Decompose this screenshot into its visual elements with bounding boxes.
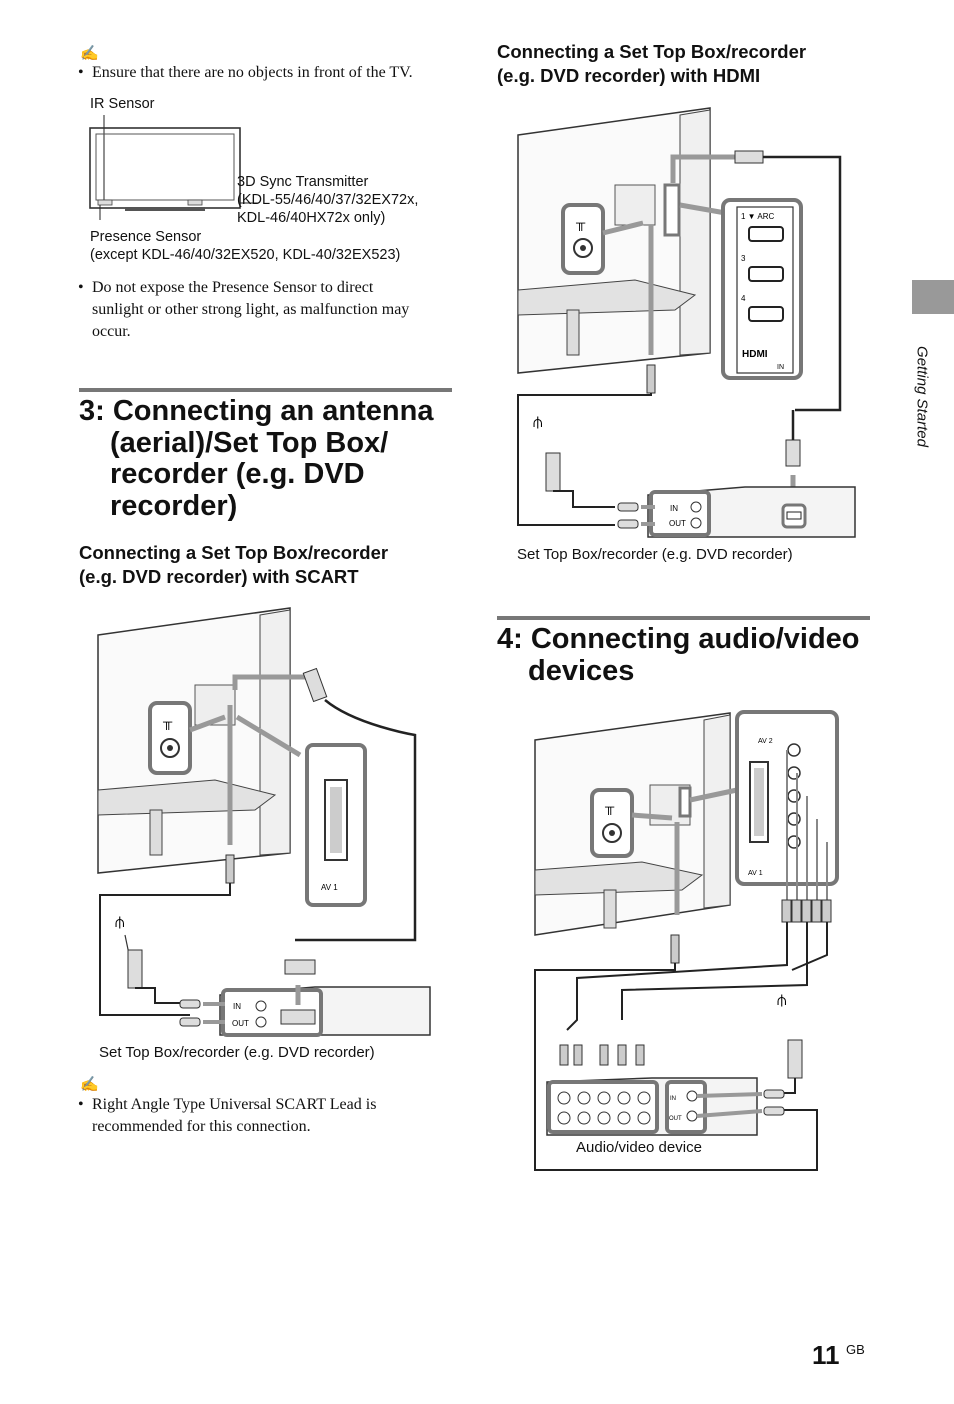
svg-text:AV 1: AV 1	[748, 870, 763, 877]
ir-sensor-label: IR Sensor	[90, 96, 155, 112]
section4-rule	[497, 616, 870, 620]
sync-transmitter-label: 3D Sync Transmitter (KDL-55/46/40/37/32E…	[237, 174, 419, 226]
svg-text:OUT: OUT	[232, 1019, 249, 1028]
av-connection-diagram: ╥ AV 2 AV 1 ⫛ IN OUT	[534, 710, 839, 1171]
hdmi-heading: Connecting a Set Top Box/recorder (e.g. …	[497, 41, 807, 86]
svg-text:╥: ╥	[575, 215, 586, 232]
section3-title: 3: Connecting an antenna (aerial)/Set To…	[79, 395, 434, 522]
section4-title: 4: Connecting audio/video devices	[497, 623, 860, 687]
scart-connection-diagram: ╥ AV 1 ⫛ IN OUT	[97, 607, 431, 1037]
page-number: 11 GB	[812, 1340, 865, 1370]
svg-text:IN: IN	[670, 504, 678, 513]
svg-text:╥: ╥	[162, 714, 173, 731]
tv-front-illustration	[89, 115, 258, 220]
svg-text:AV 1: AV 1	[321, 883, 338, 892]
hdmi-caption: Set Top Box/recorder (e.g. DVD recorder)	[517, 546, 793, 563]
svg-text:4: 4	[741, 294, 746, 303]
note-icon: ✍	[80, 46, 99, 62]
svg-text:OUT: OUT	[669, 519, 686, 528]
svg-text:1 ▼ ARC: 1 ▼ ARC	[741, 212, 774, 221]
scart-caption: Set Top Box/recorder (e.g. DVD recorder)	[99, 1044, 375, 1061]
svg-text:IN: IN	[233, 1002, 241, 1011]
note-bullet: •Ensure that there are no objects in fro…	[78, 64, 413, 81]
svg-text:IN: IN	[777, 364, 784, 371]
svg-text:OUT: OUT	[669, 1116, 682, 1122]
hdmi-connection-diagram: ╥ 1 ▼ ARC 3 4 HDMI IN ⫛ IN OUT	[517, 107, 856, 538]
presence-sensor-label: Presence Sensor (except KDL-46/40/32EX52…	[90, 229, 401, 263]
svg-text:3: 3	[741, 254, 746, 263]
svg-text:⫛: ⫛	[115, 912, 125, 931]
svg-text:⫛: ⫛	[777, 990, 787, 1009]
svg-text:⫛: ⫛	[533, 412, 543, 431]
presence-warning-bullet: • Do not expose the Presence Sensor to d…	[78, 279, 410, 340]
svg-text:IN: IN	[670, 1096, 676, 1102]
av-caption: Audio/video device	[576, 1139, 702, 1156]
note-icon: ✍	[80, 1077, 99, 1093]
section3-rule	[79, 388, 452, 392]
svg-text:AV 2: AV 2	[758, 738, 773, 745]
svg-text:╥: ╥	[604, 799, 615, 816]
svg-text:HDMI: HDMI	[742, 349, 768, 360]
scart-note-bullet: • Right Angle Type Universal SCART Lead …	[78, 1096, 377, 1135]
scart-heading: Connecting a Set Top Box/recorder (e.g. …	[79, 542, 389, 587]
side-tab-label: Getting Started	[913, 346, 931, 447]
side-tab-marker	[912, 280, 954, 314]
